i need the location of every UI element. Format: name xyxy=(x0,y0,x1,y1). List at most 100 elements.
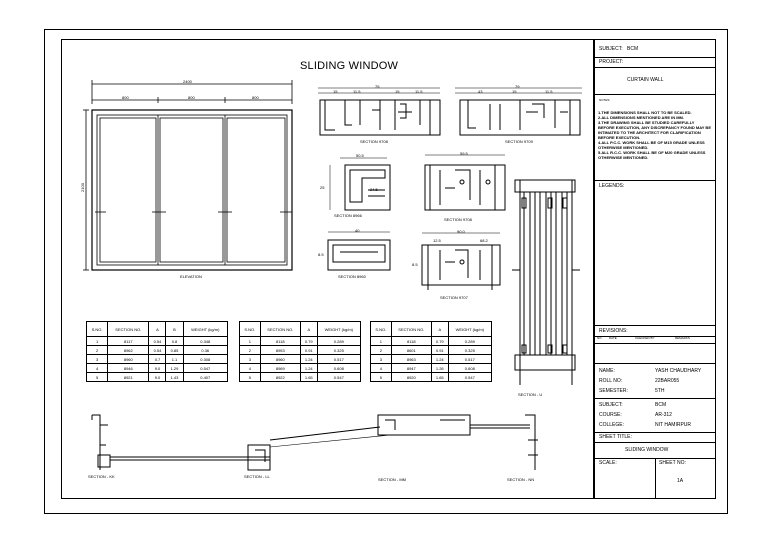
elevation-panel-dim-3: 800 xyxy=(252,95,259,100)
table-header: A xyxy=(299,321,318,337)
caption-section-u: SECTION - U xyxy=(518,392,543,397)
table-header: SECTION NO. xyxy=(390,321,432,337)
table-header: A xyxy=(430,321,449,337)
dim-e2: 8.5 xyxy=(412,262,418,267)
caption-section-nn: SECTION - NN xyxy=(507,477,535,482)
table-header: WEIGHT (kg/m) xyxy=(316,321,362,337)
bottom-sections-drawing xyxy=(91,414,538,471)
table-header: B xyxy=(165,321,184,337)
section-u-drawing xyxy=(512,179,580,385)
tb-notes-row: NOTES: xyxy=(599,98,611,102)
table-header: A xyxy=(148,321,167,337)
note-item: 1.THE DIMENSIONS SHALL NOT TO BE SCALED. xyxy=(598,110,692,115)
tb-project-value: CURTAIN WALL xyxy=(595,67,715,95)
caption-section-8960: SECTION 8960 xyxy=(338,274,366,279)
tb-sheet-title-label: SHEET TITLE: xyxy=(595,432,715,443)
table-header: S.NO. xyxy=(85,321,109,337)
caption-section-9707: SECTION 9707 xyxy=(440,295,468,300)
caption-section-9708b: SECTION 9708 xyxy=(444,217,472,222)
section-9707-drawing xyxy=(421,232,501,290)
elevation-drawing xyxy=(83,80,293,271)
section-8966-drawing xyxy=(329,157,391,211)
caption-section-8966: SECTION 8966 xyxy=(334,213,362,218)
caption-section-mm: SECTION - MM xyxy=(378,477,406,482)
tb-legends-row: LEGENDS: xyxy=(595,180,715,191)
dim-a5: 11.5 xyxy=(415,89,423,94)
dim-c1: 50.5 xyxy=(356,153,364,158)
elevation-panel-dim-2: 800 xyxy=(188,95,195,100)
tb-subject-row: SUBJECT: BCM xyxy=(595,40,715,58)
tb-scale-sheet: SCALE: SHEET NO: 1A xyxy=(595,458,715,498)
elevation-panel-dim-1: 800 xyxy=(122,95,129,100)
dim-e4: 68.2 xyxy=(480,238,488,243)
table-header: S.NO. xyxy=(370,321,392,337)
caption-section-kk: SECTION - KK xyxy=(88,474,115,479)
dim-a2: 15 xyxy=(333,89,338,94)
dim-e1: 90.0 xyxy=(457,229,465,234)
drawing-title: SLIDING WINDOW xyxy=(300,60,399,72)
dim-b3: 15 xyxy=(512,89,517,94)
title-block: SUBJECT: BCM PROJECT: CURTAIN WALL NOTES… xyxy=(594,39,716,499)
caption-section-9708: SECTION 9708 xyxy=(360,139,388,144)
dim-a1: 75 xyxy=(375,84,380,89)
dim-c4: 59.5 xyxy=(460,151,468,156)
table-header: SECTION NO. xyxy=(259,321,301,337)
tb-revisions-cols: NO. DATE CHECKED BY REMARKS xyxy=(595,336,715,344)
dim-d2: 8.5 xyxy=(318,252,324,257)
general-notes: 1.THE DIMENSIONS SHALL NOT TO BE SCALED.… xyxy=(598,110,712,160)
dim-a4: 15 xyxy=(395,89,400,94)
dim-b2: 43 xyxy=(478,89,483,94)
dim-c3: 25 xyxy=(320,185,325,190)
section-9709-drawing xyxy=(455,87,582,136)
elevation-caption: ELEVATION xyxy=(180,274,202,279)
elevation-overall-dim: 2400 xyxy=(183,79,192,84)
dim-d1: 40 xyxy=(355,228,360,233)
dim-e3: 12.5 xyxy=(433,238,441,243)
dim-c2: 24.5 xyxy=(370,187,378,192)
caption-section-ll: SECTION - LL xyxy=(244,474,270,479)
tb-revisions-row: REVISIONS: xyxy=(595,325,715,337)
tb-student-info: NAME:YASH CHAUDHARY ROLL NO:22BAR055 SEM… xyxy=(595,364,715,399)
note-item: 4.ALL P.C.C. WORK SHALL BE OF M15 GRADE … xyxy=(598,140,705,150)
table-header: WEIGHT (kg/m) xyxy=(182,321,229,337)
tb-course-info: SUBJECT:BCM COURSE:AR-312 COLLEGE:NIT HA… xyxy=(595,398,715,433)
section-9708b-drawing xyxy=(424,154,506,211)
note-item: 5.ALL R.C.C. WORK SHALL BE OF M20 GRADE … xyxy=(598,150,706,160)
note-item: 2.ALL DIMENSIONS MENTIONED ARE IN MM. xyxy=(598,115,685,120)
table-header: SECTION NO. xyxy=(107,321,150,337)
note-item: 3.THE DRAWING SHALL BE STUDIED CAREFULLY… xyxy=(598,120,711,140)
dim-b4: 11.5 xyxy=(545,89,553,94)
section-9708-drawing xyxy=(318,87,441,136)
caption-section-9709: SECTION 9709 xyxy=(505,139,533,144)
dim-a3: 11.5 xyxy=(353,89,361,94)
drawing-sheet-border xyxy=(44,29,728,514)
table-header: WEIGHT (kg/m) xyxy=(447,321,493,337)
tb-revisions-grid xyxy=(595,343,715,364)
dim-b1: 79 xyxy=(515,84,520,89)
section-8960-drawing xyxy=(327,231,391,271)
tb-project-row: PROJECT: xyxy=(595,57,715,68)
table-header: S.NO. xyxy=(239,321,261,337)
elevation-height-dim: 2100 xyxy=(79,183,85,192)
drawing-area-border xyxy=(61,39,594,499)
tb-sheet-title: SLIDING WINDOW xyxy=(595,442,715,459)
